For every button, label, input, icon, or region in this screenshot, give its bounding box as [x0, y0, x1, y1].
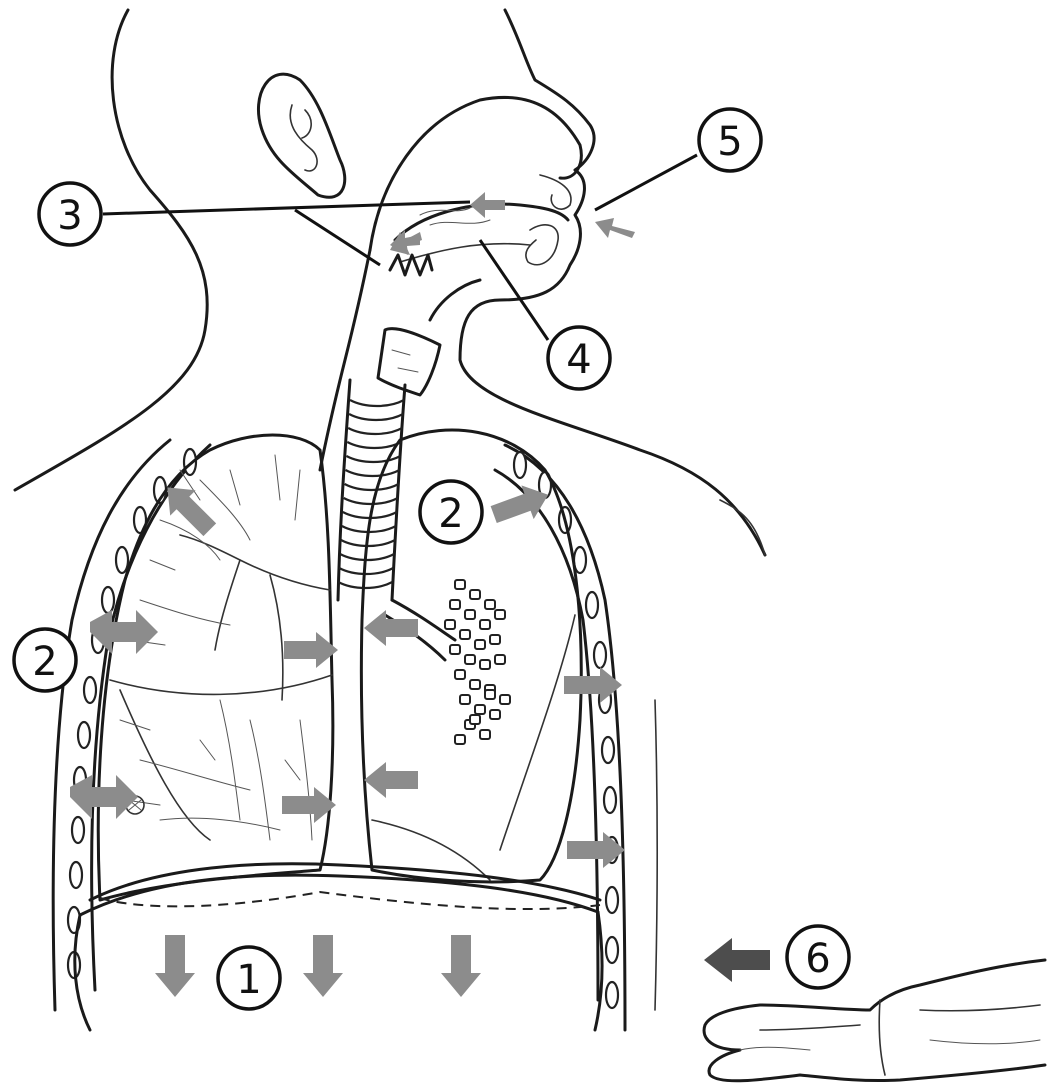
alveolus: [475, 705, 485, 714]
alveolus: [450, 645, 460, 654]
alveolus: [450, 600, 460, 609]
callout-3-label: 3: [57, 193, 82, 239]
trachea-ring: [344, 498, 398, 504]
rib-segment: [70, 862, 82, 888]
leader-3-nasal: [103, 202, 470, 214]
rib-segment: [606, 937, 618, 963]
rib-segment: [586, 592, 598, 618]
callout-1: 1: [218, 947, 280, 1009]
arrow-down-3: [441, 935, 481, 997]
rib-segment: [602, 737, 614, 763]
alveolus: [500, 695, 510, 704]
alveolus: [455, 580, 465, 589]
trachea-ring: [350, 400, 404, 406]
diaphragm: [75, 864, 602, 1030]
alveoli-cluster: [445, 580, 510, 744]
callout-6-label: 6: [805, 936, 830, 982]
callout-4: 4: [548, 327, 610, 389]
callout-5: 5: [699, 109, 761, 171]
alveolus: [485, 690, 495, 699]
alveolus: [470, 590, 480, 599]
ear-icon: [258, 74, 344, 197]
alveolus: [475, 640, 485, 649]
alveolus: [480, 730, 490, 739]
trachea-ring: [349, 414, 403, 420]
right-lung: [98, 435, 333, 900]
alveolus: [490, 710, 500, 719]
trachea-ring: [338, 582, 392, 588]
airflow-arrows: [70, 192, 770, 997]
rib-segment: [604, 787, 616, 813]
callout-2-left-label: 2: [32, 639, 57, 685]
arrow-down-1: [155, 935, 195, 997]
callout-2-upper: 2: [420, 481, 482, 543]
rib-segment: [514, 452, 526, 478]
rib-segment: [84, 677, 96, 703]
alveolus: [465, 655, 475, 664]
alveolus: [455, 670, 465, 679]
leader-3-pharynx: [295, 210, 380, 265]
trachea: [338, 380, 405, 600]
alveolus: [470, 715, 480, 724]
alveolus: [470, 680, 480, 689]
callout-5-label: 5: [717, 119, 742, 165]
hand-icon: [704, 960, 1045, 1081]
rib-segment: [594, 642, 606, 668]
arrow-left-oral: [390, 230, 420, 255]
leader-4: [480, 240, 548, 340]
alveolus: [480, 620, 490, 629]
trachea-ring: [347, 442, 401, 448]
callout-1-label: 1: [236, 957, 261, 1003]
alveolus: [465, 610, 475, 619]
arrow-lateral-left-lower: [70, 775, 138, 819]
arrow-left-nasal: [470, 192, 505, 218]
callout-2-left: 2: [14, 629, 76, 691]
alveolus: [495, 655, 505, 664]
arrow-left-bronchus: [364, 610, 418, 646]
alveolus: [480, 660, 490, 669]
rib-segment: [116, 547, 128, 573]
arrow-dark-left: [704, 938, 770, 982]
arrow-down-2: [303, 935, 343, 997]
alveolus: [485, 600, 495, 609]
callout-4-label: 4: [566, 337, 591, 383]
leader-5: [595, 155, 697, 210]
rib-segment: [72, 817, 84, 843]
alveolus: [490, 635, 500, 644]
trachea-ring: [348, 428, 402, 434]
alveolus: [455, 735, 465, 744]
trachea-ring: [346, 456, 400, 462]
alveolus: [495, 610, 505, 619]
rib-segment: [102, 587, 114, 613]
callout-6: 6: [787, 926, 849, 988]
rib-segment: [606, 982, 618, 1008]
trachea-ring: [346, 470, 400, 476]
alveolus: [460, 630, 470, 639]
rib-segment: [606, 887, 618, 913]
trachea-ring: [345, 484, 399, 490]
alveolus: [445, 620, 455, 629]
arrow-left-mid-lower: [364, 762, 418, 798]
callout-2-upper-label: 2: [438, 491, 463, 537]
callouts: 1 2 2 3 4 5 6: [14, 109, 849, 1009]
callout-3: 3: [39, 183, 101, 245]
arrow-left-nose-entry: [595, 218, 635, 238]
rib-segment: [78, 722, 90, 748]
alveolus: [460, 695, 470, 704]
